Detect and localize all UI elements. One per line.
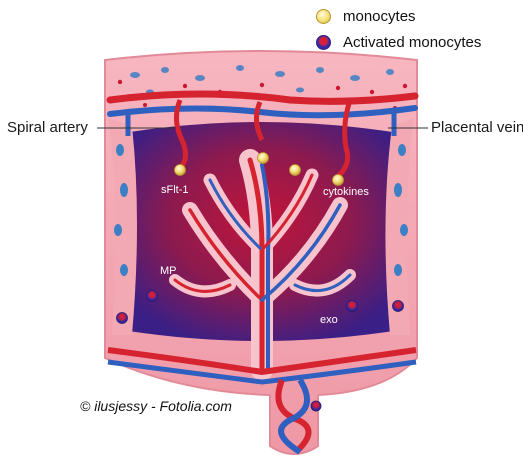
legend-monocytes: monocytes [316,8,416,25]
mp-label: MP [160,265,177,277]
monocyte [258,153,269,164]
legend-activated-label: Activated monocytes [343,34,481,51]
exo-label: exo [320,314,338,326]
placental-vein-label: Placental vein [431,119,523,136]
activated-monocyte [147,291,158,302]
spiral-artery-label: Spiral artery [7,119,88,136]
activated-monocyte [117,313,128,324]
credit-text: © ilusjessy - Fotolia.com [80,398,232,414]
legend-activated: Activated monocytes [316,34,481,51]
monocyte [333,175,344,186]
activated-monocyte [311,401,321,411]
activated-monocyte [347,301,358,312]
monocyte [290,165,301,176]
cytokines-label: cytokines [323,186,369,198]
monocyte [175,165,186,176]
legend-monocytes-label: monocytes [343,8,416,25]
activated-monocyte [393,301,404,312]
activated-monocyte-legend-icon [316,35,331,50]
monocyte-legend-icon [316,9,331,24]
sflt1-label: sFlt-1 [161,184,189,196]
